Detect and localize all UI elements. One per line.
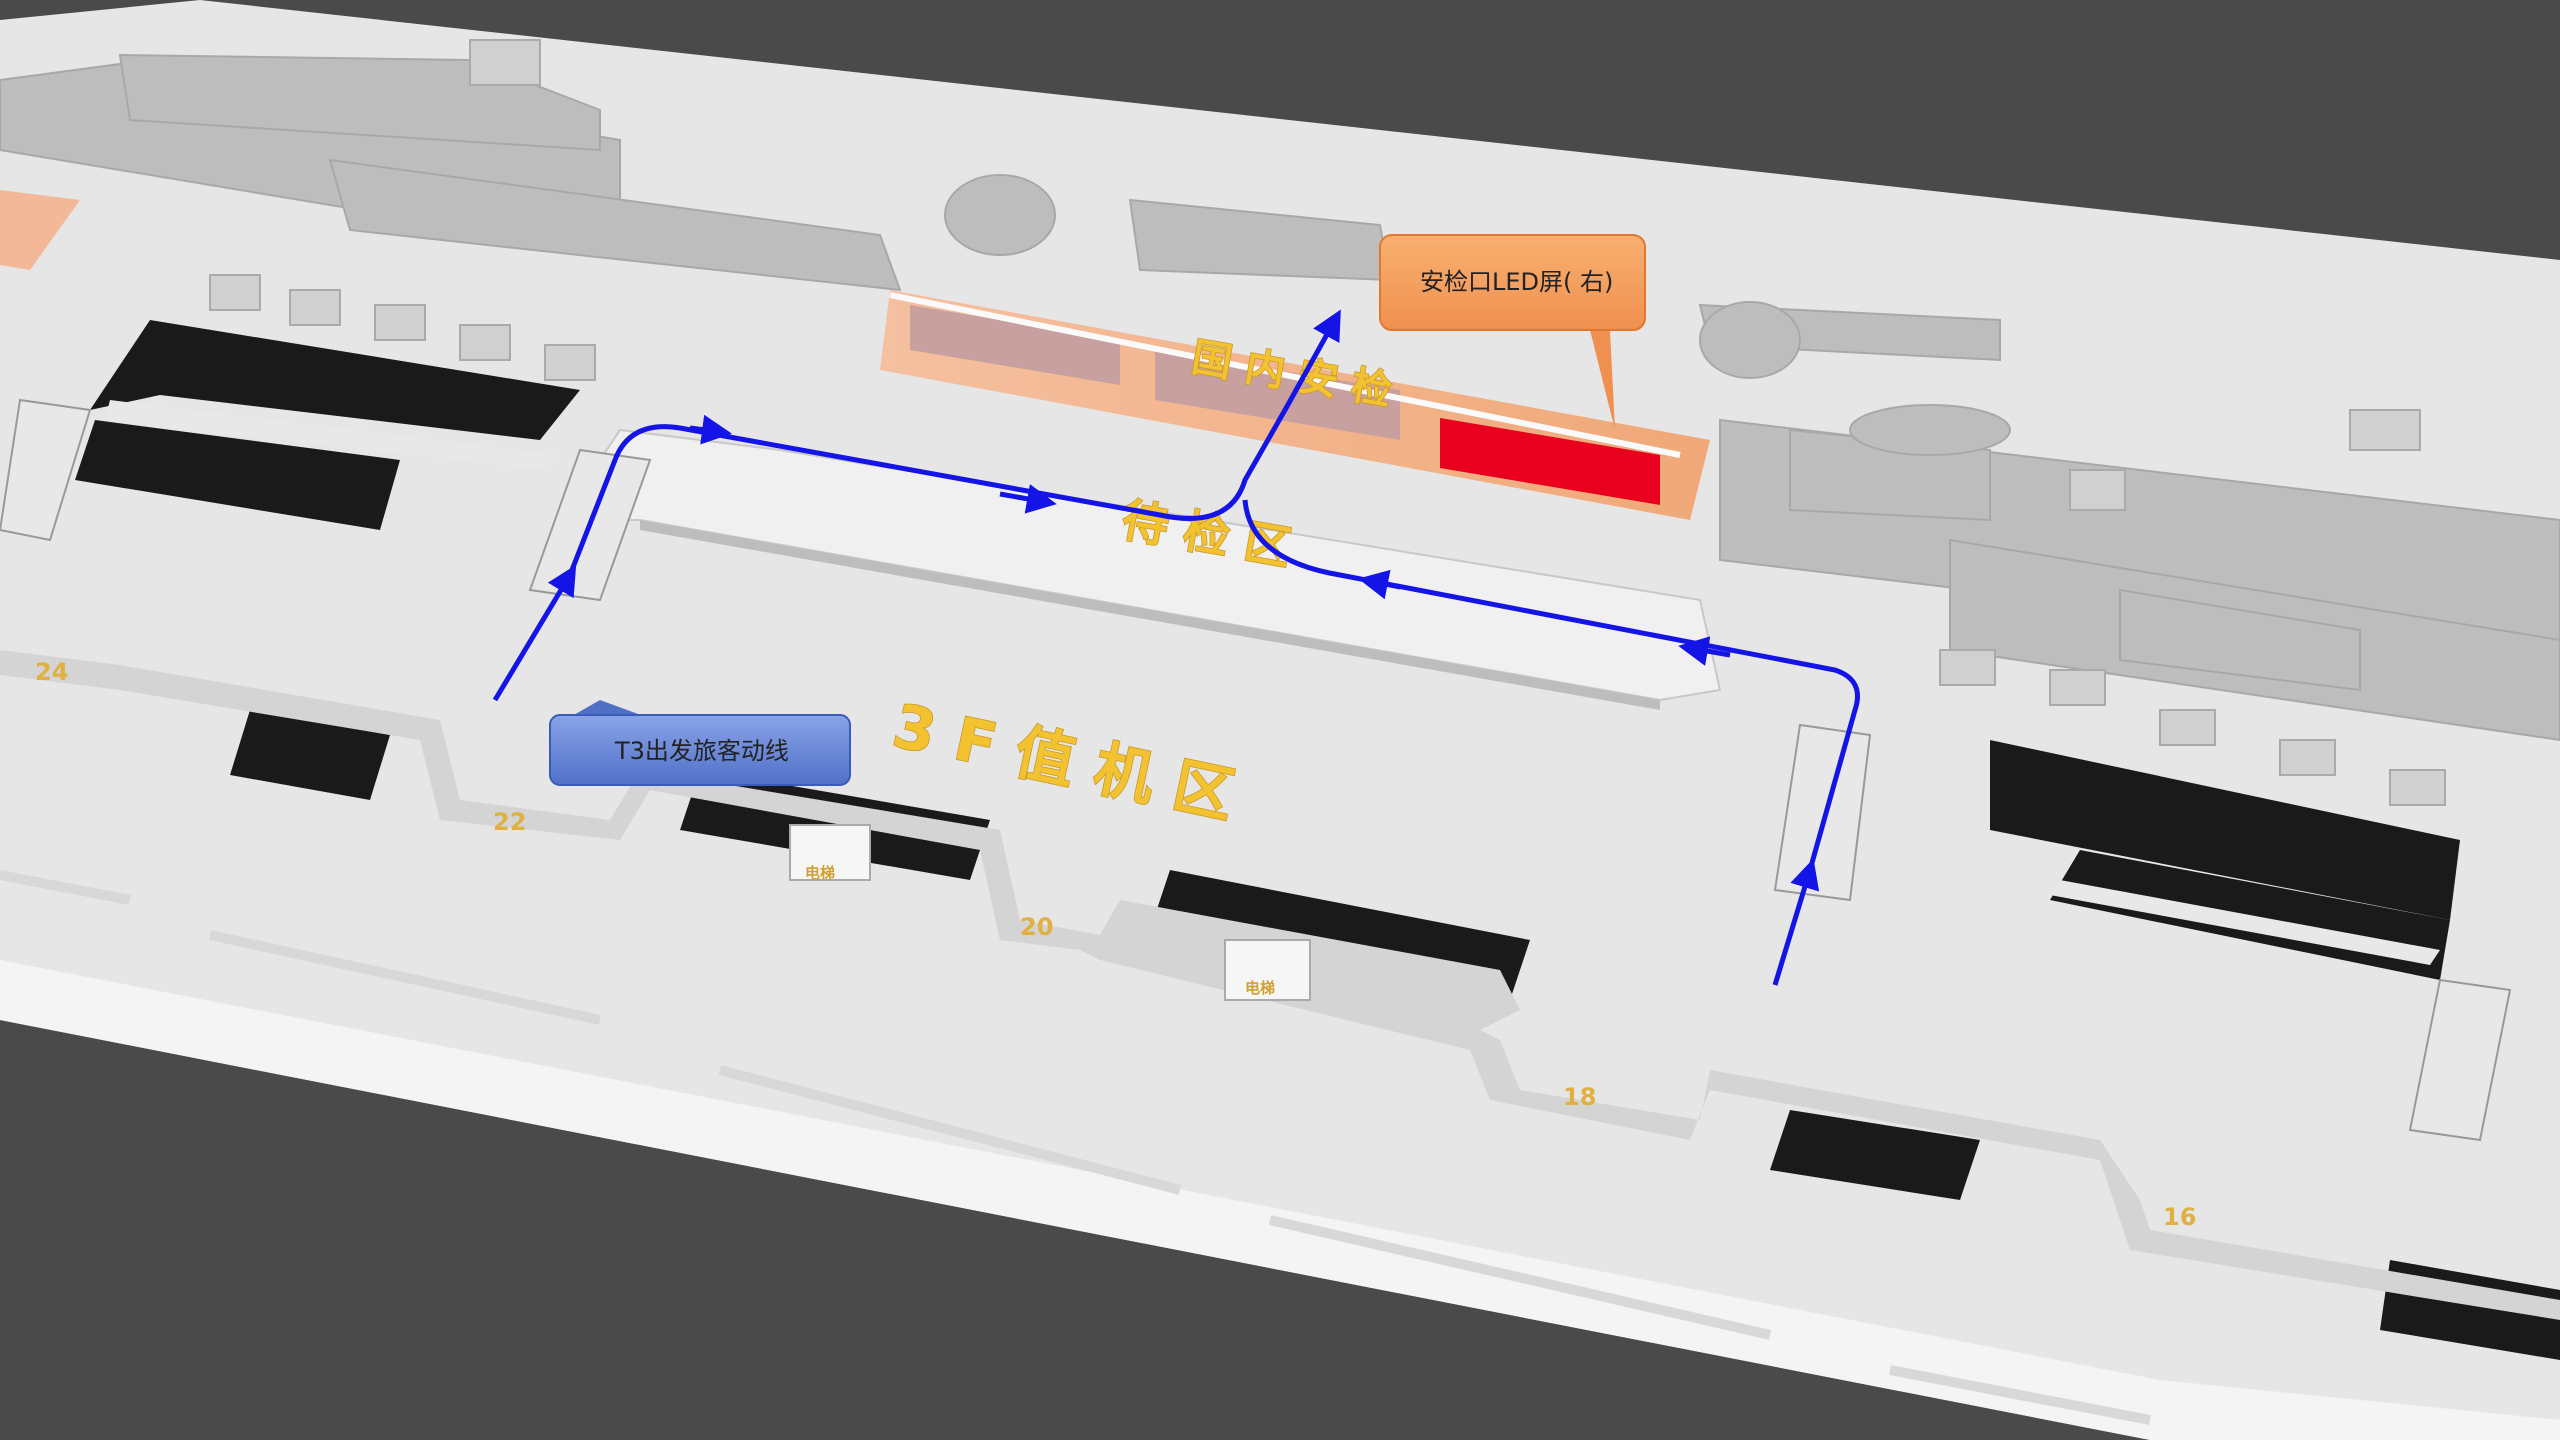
curb-railings xyxy=(0,870,2151,1425)
gate-label-16: 16 xyxy=(2163,1203,2196,1231)
led-panel-left xyxy=(910,305,1120,385)
island-top xyxy=(105,400,560,470)
led-panel-mid xyxy=(1155,350,1400,440)
led-screen-callout-text: 安检口LED屏( 右) xyxy=(1420,268,1613,296)
flow-line-right xyxy=(1772,858,1820,986)
passenger-flow-callout: T3出发旅客动线 xyxy=(549,700,851,786)
counter-24 xyxy=(230,710,390,800)
checkin-island-right xyxy=(1990,740,2460,920)
gate-label-18: 18 xyxy=(1563,1083,1596,1111)
elevator-label-1: 电梯 xyxy=(805,864,835,882)
flow-line-left xyxy=(492,564,577,702)
led-screen-callout: 安检口LED屏( 右) xyxy=(1379,234,1646,430)
back-buildings xyxy=(0,53,2560,742)
left-orange-area xyxy=(0,190,80,270)
counter-18 xyxy=(1770,1110,1980,1200)
gate-label-20: 20 xyxy=(1020,913,1053,941)
island-top-right xyxy=(2050,880,2440,965)
elevator-boxes xyxy=(789,824,1311,1001)
passenger-flow-callout-text: T3出发旅客动线 xyxy=(614,737,789,765)
led-screen-right xyxy=(1440,418,1660,505)
gate-label-22: 22 xyxy=(493,808,526,836)
waiting-platform-front xyxy=(640,520,1660,710)
back-blocks xyxy=(209,39,2446,806)
checkin-island-left xyxy=(90,320,580,440)
elevator-label-2: 电梯 xyxy=(1245,979,1275,997)
passenger-flow-lines xyxy=(492,309,1860,986)
checkin-island-left-b xyxy=(75,420,400,530)
gate-label-24: 24 xyxy=(35,658,68,686)
